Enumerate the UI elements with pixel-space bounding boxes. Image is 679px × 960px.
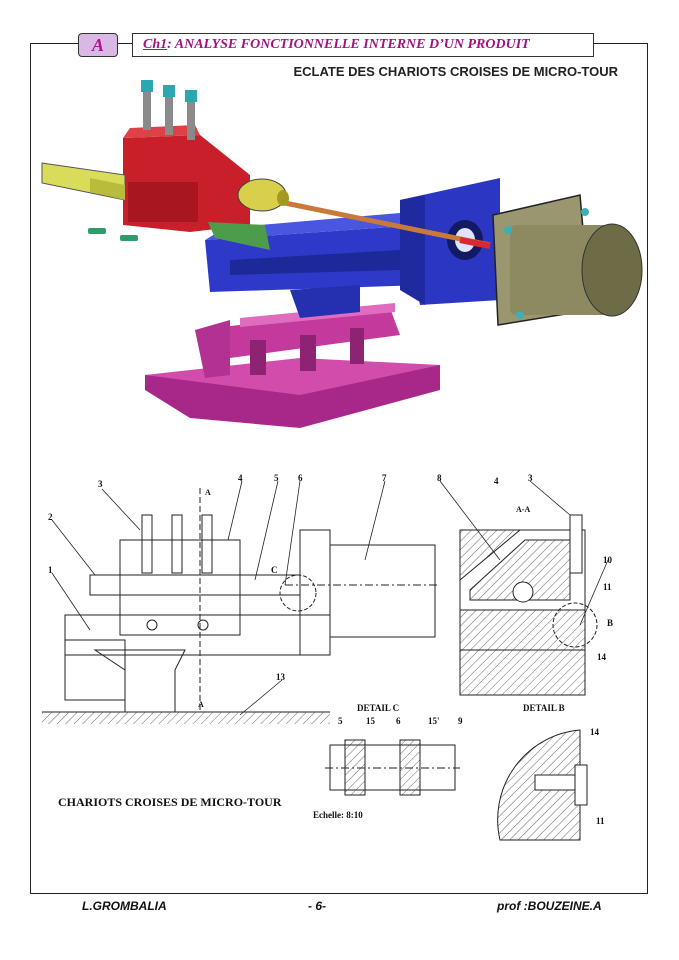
- callout-8: 8: [437, 473, 442, 483]
- lead-screw: [284, 200, 491, 249]
- chapter-code: Ch1: [143, 37, 168, 52]
- footer-page-number: - 6-: [308, 899, 326, 913]
- base-foot: [64, 639, 126, 701]
- footer-left: L.GROMBALIA: [82, 899, 167, 913]
- badge-letter: A: [91, 34, 104, 55]
- detail-b-label: DETAIL B: [523, 703, 565, 713]
- detail-c-callout-15-prime: 15': [428, 716, 440, 726]
- base-part-13: [145, 303, 440, 428]
- chapter-header: Ch1 : ANALYSE FONCTIONNELLE INTERNE D’UN…: [132, 33, 594, 57]
- callout-2: 2: [48, 512, 53, 522]
- detail-c-callout-6: 6: [396, 716, 401, 726]
- callout-5: 5: [274, 473, 279, 483]
- callout-3: 3: [98, 479, 103, 489]
- scale-label: Echelle: 8:10: [313, 810, 363, 820]
- leader-lines: [51, 480, 609, 716]
- page-subtitle: ECLATE DES CHARIOTS CROISES DE MICRO-TOU…: [293, 64, 618, 79]
- callout-6: 6: [298, 473, 303, 483]
- callout-4-section: 4: [494, 476, 499, 486]
- carriage-part-red: [123, 125, 289, 232]
- tool-part-2: [41, 162, 126, 201]
- section-label: A-A: [516, 505, 531, 514]
- footer-right: prof :BOUZEINE.A: [497, 899, 602, 913]
- detail-b-mark: B: [607, 618, 614, 628]
- detail-c-label: DETAIL C: [357, 703, 400, 713]
- detail-c-view: [325, 739, 460, 796]
- motor-part-7: [492, 194, 643, 326]
- callout-14: 14: [597, 652, 606, 662]
- chapter-title: : ANALYSE FONCTIONNELLE INTERNE D’UN PRO…: [167, 37, 530, 52]
- detail-b-view: [497, 729, 588, 841]
- detail-b-callout-11: 11: [596, 816, 605, 826]
- main-assembly-view: [42, 488, 440, 724]
- callout-1: 1: [48, 565, 53, 575]
- callout-3-section: 3: [528, 473, 533, 483]
- motor-outline: [329, 544, 436, 638]
- section-a-a-view: [459, 514, 598, 696]
- detail-b-callout-14: 14: [590, 727, 599, 737]
- drawing-caption: CHARIOTS CROISES DE MICRO-TOUR: [58, 795, 282, 809]
- callout-11: 11: [603, 582, 612, 592]
- callout-7: 7: [382, 473, 387, 483]
- section-mark-top: A: [205, 488, 211, 497]
- detail-c-callout-5: 5: [338, 716, 343, 726]
- callout-13: 13: [276, 672, 285, 682]
- gib-part-green: [88, 222, 270, 250]
- detail-c-callout-9: 9: [458, 716, 463, 726]
- callout-10: 10: [603, 555, 612, 565]
- screws-part-3: [141, 80, 197, 140]
- carriage-outline: [119, 539, 241, 636]
- detail-c-callout-15: 15: [366, 716, 375, 726]
- section-mark-bottom: A: [198, 700, 204, 709]
- chapter-badge: A: [78, 33, 118, 57]
- callout-4: 4: [238, 473, 243, 483]
- detail-c-mark: C: [271, 565, 278, 575]
